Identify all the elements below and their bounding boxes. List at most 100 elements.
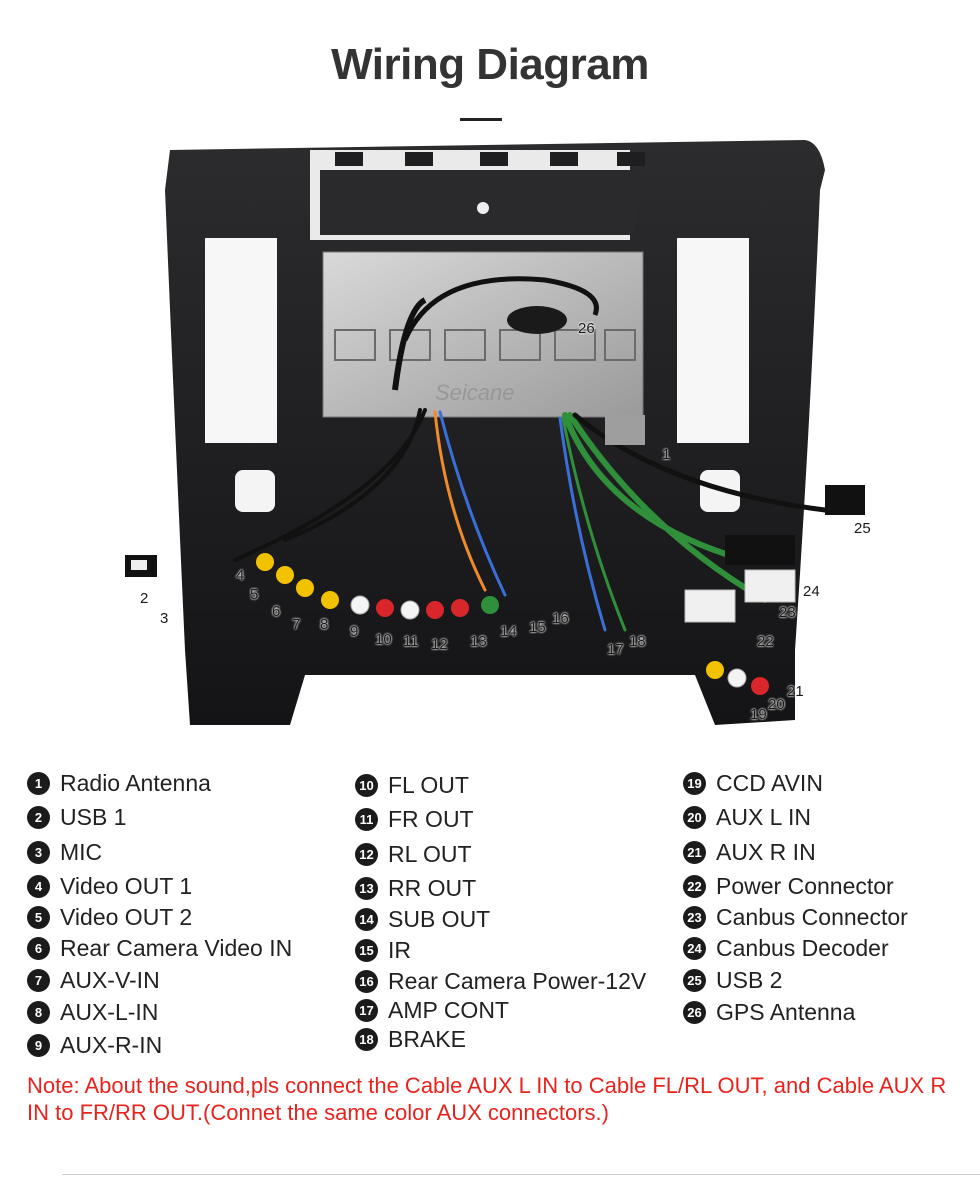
legend-item: 3 MIC — [27, 837, 102, 867]
callout-1: 1 — [662, 446, 671, 463]
legend-label: GPS Antenna — [716, 998, 856, 1025]
page-title: Wiring Diagram — [331, 40, 649, 89]
top-bracket — [320, 170, 635, 235]
legend-item: 14 SUB OUT — [355, 904, 490, 934]
watermark: Seicane — [435, 380, 515, 405]
legend-label: AMP CONT — [388, 996, 509, 1023]
callout-13: 13 — [470, 633, 487, 650]
legend-label: SUB OUT — [388, 905, 491, 932]
legend-item: 6 Rear Camera Video IN — [27, 933, 292, 963]
number-badge: 9 — [27, 1033, 50, 1057]
top-tab — [617, 152, 645, 166]
number-badge: 3 — [27, 840, 50, 864]
callout-21: 21 — [787, 683, 804, 700]
legend-item: 19 CCD AVIN — [683, 768, 823, 798]
legend-item: 18 BRAKE — [355, 1024, 466, 1054]
callout-8: 8 — [320, 616, 329, 633]
callout-24: 24 — [803, 583, 820, 600]
gps-antenna — [507, 306, 567, 334]
side-window-right — [677, 238, 749, 443]
legend-label: MIC — [60, 838, 103, 865]
number-badge: 22 — [683, 874, 706, 898]
callout-3: 3 — [160, 610, 169, 627]
vent-opening — [235, 470, 275, 512]
legend-item: 26 GPS Antenna — [683, 997, 855, 1027]
callout-23: 23 — [779, 604, 796, 621]
top-tab — [335, 152, 363, 166]
gps-cable — [402, 276, 599, 341]
top-tab — [550, 152, 578, 166]
bottom-divider — [62, 1174, 980, 1175]
legend-label: AUX-L-IN — [60, 998, 159, 1025]
callout-12: 12 — [431, 636, 448, 653]
legend-label: USB 1 — [60, 803, 127, 830]
number-badge: 13 — [355, 876, 378, 900]
canbus-connector — [684, 589, 736, 623]
callout-25: 25 — [854, 520, 871, 537]
legend-label: AUX-R-IN — [60, 1031, 163, 1058]
head-unit-illustration: Seicane — [125, 140, 865, 725]
number-badge: 14 — [355, 907, 378, 931]
callout-14: 14 — [500, 623, 517, 640]
legend-label: Canbus Decoder — [716, 934, 889, 961]
power-connector — [744, 569, 796, 603]
legend-label: AUX R IN — [716, 838, 816, 865]
legend-label: Rear Camera Video IN — [60, 934, 293, 961]
callout-5: 5 — [250, 586, 259, 603]
legend-label: Radio Antenna — [60, 769, 211, 796]
legend-item: 24 Canbus Decoder — [683, 933, 889, 963]
legend-label: RL OUT — [388, 840, 472, 867]
usb2-connector — [825, 485, 865, 515]
legend-label: Rear Camera Power-12V — [388, 967, 647, 994]
mount-hole — [477, 202, 489, 214]
legend-item: 9 AUX-R-IN — [27, 1030, 162, 1060]
legend-item: 22 Power Connector — [683, 871, 894, 901]
number-badge: 15 — [355, 938, 378, 962]
legend-label: FR OUT — [388, 805, 474, 832]
legend-label: Video OUT 2 — [60, 903, 193, 930]
callout-4: 4 — [236, 567, 245, 584]
number-badge: 4 — [27, 874, 50, 898]
top-tab — [480, 152, 508, 166]
top-tab — [405, 152, 433, 166]
callout-15: 15 — [529, 619, 546, 636]
legend-item: 13 RR OUT — [355, 873, 476, 903]
number-badge: 20 — [683, 805, 706, 829]
number-badge: 19 — [683, 771, 706, 795]
legend-label: Power Connector — [716, 872, 894, 899]
legend-label: Video OUT 1 — [60, 872, 193, 899]
legend-label: CCD AVIN — [716, 769, 823, 796]
side-window-left — [205, 238, 277, 443]
number-badge: 24 — [683, 936, 706, 960]
number-badge: 16 — [355, 969, 378, 993]
number-badge: 26 — [683, 1000, 706, 1024]
number-badge: 12 — [355, 842, 378, 866]
callout-26: 26 — [578, 320, 595, 337]
legend-label: RR OUT — [388, 874, 477, 901]
legend-item: 12 RL OUT — [355, 839, 472, 869]
number-badge: 25 — [683, 968, 706, 992]
callout-11: 11 — [403, 633, 419, 650]
title-underline — [460, 118, 502, 121]
callout-7: 7 — [292, 616, 301, 633]
number-badge: 18 — [355, 1027, 378, 1051]
sound-connection-note: Note: About the sound,pls connect the Ca… — [27, 1073, 947, 1125]
legend-item: 16 Rear Camera Power-12V — [355, 966, 646, 996]
callout-17: 17 — [607, 641, 624, 658]
number-badge: 7 — [27, 968, 50, 992]
number-badge: 6 — [27, 936, 50, 960]
number-badge: 1 — [27, 771, 50, 795]
callout-20: 20 — [768, 696, 785, 713]
number-badge: 10 — [355, 773, 378, 797]
legend-label: BRAKE — [388, 1025, 466, 1052]
